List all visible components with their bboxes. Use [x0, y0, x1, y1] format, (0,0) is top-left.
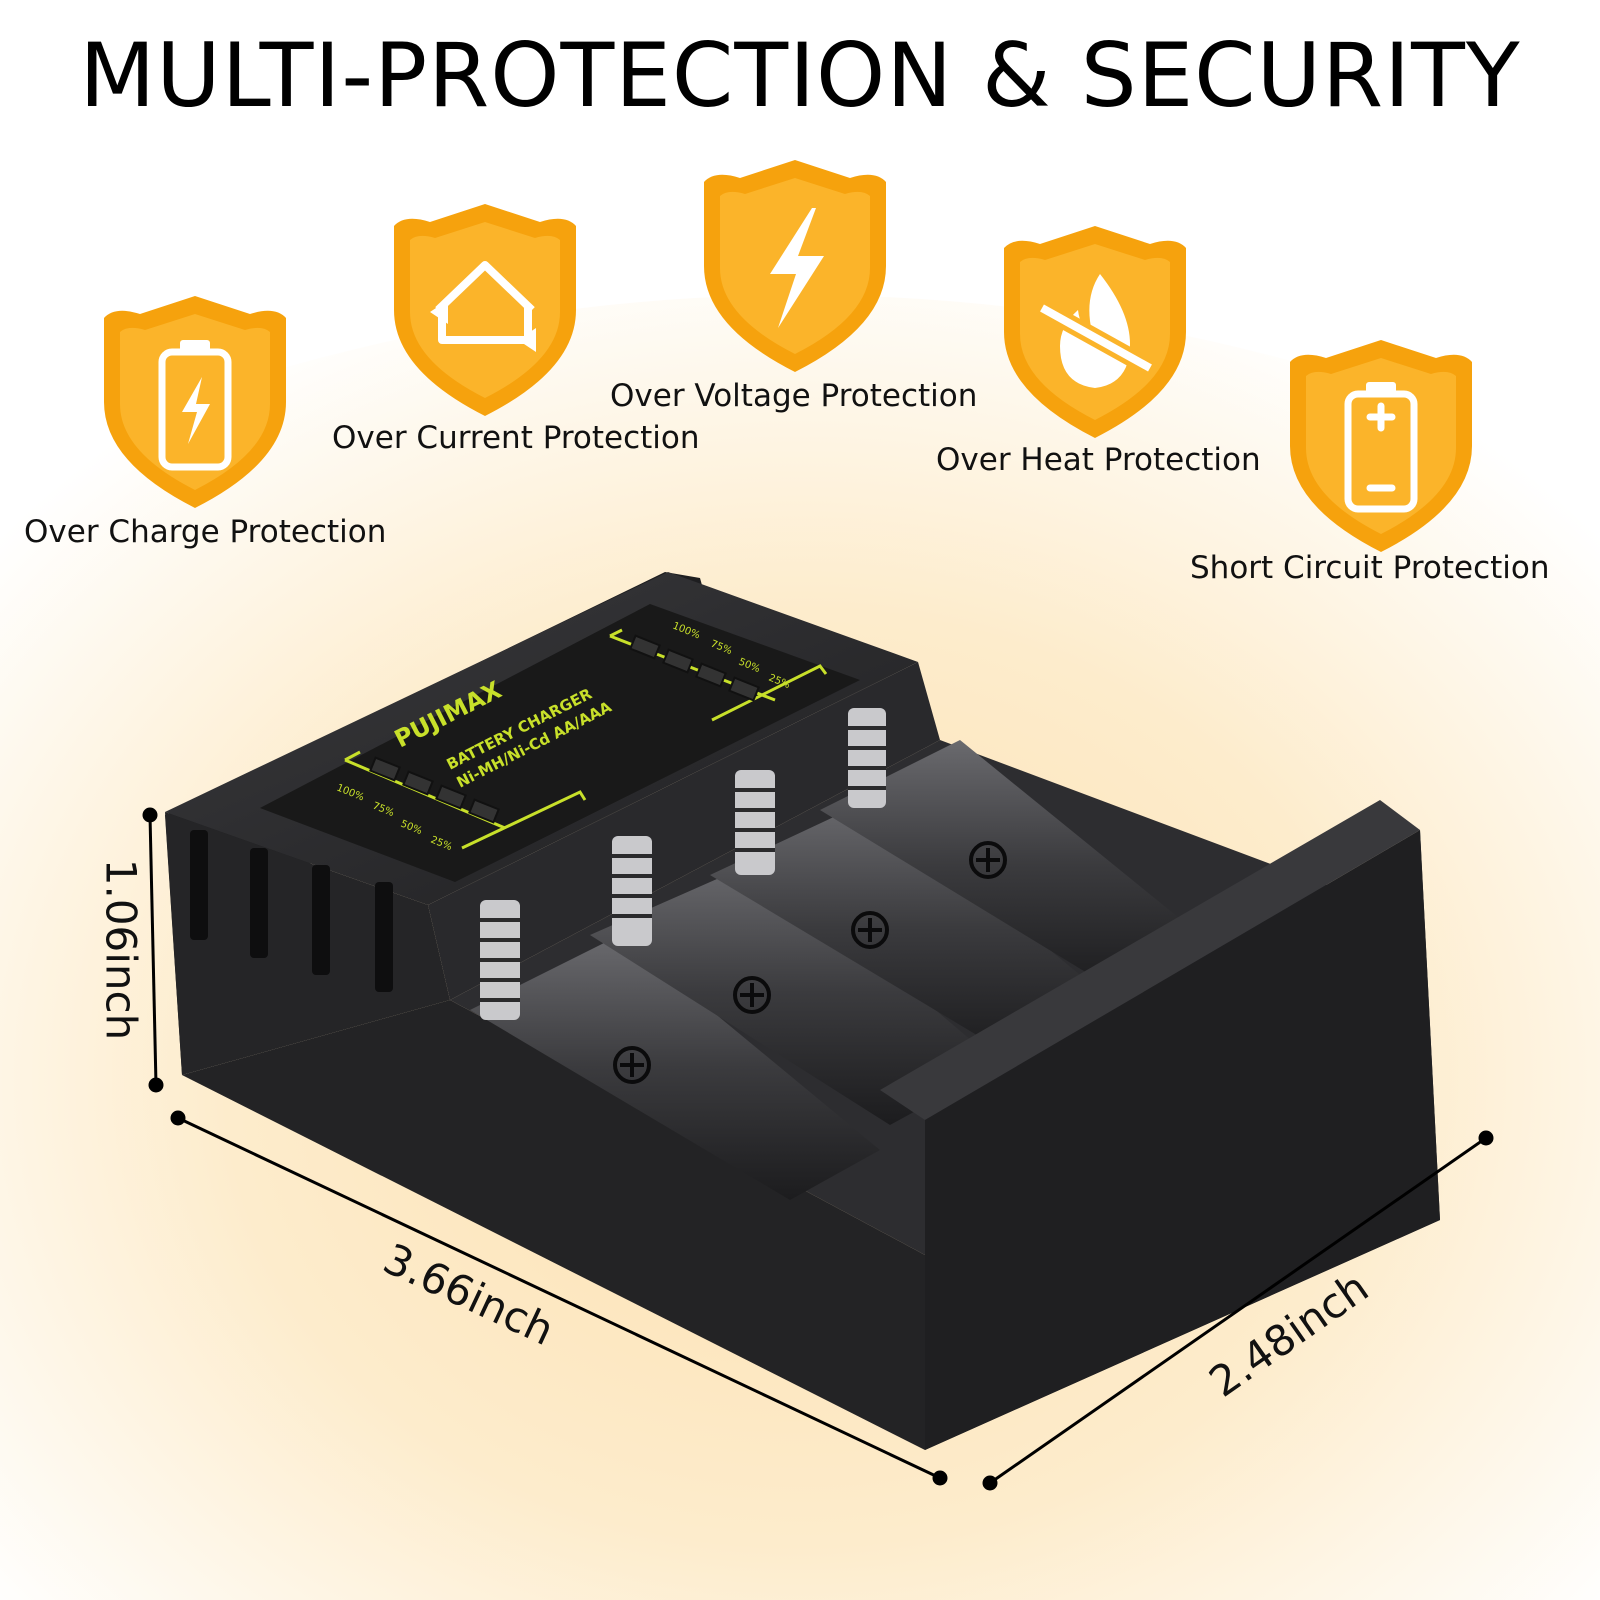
- dimension-height: 1.06inch: [96, 858, 146, 1041]
- battery-plus-minus-icon: [1290, 340, 1472, 552]
- label-over-heat: Over Heat Protection: [936, 442, 1261, 478]
- lightning-bolt-icon: [704, 160, 886, 372]
- dimension-lines: [142, 807, 1494, 1491]
- battery-bolt-icon: [104, 296, 286, 508]
- recycle-arrows-icon: [394, 204, 576, 416]
- label-over-voltage: Over Voltage Protection: [610, 378, 978, 414]
- shield-over-current: [390, 200, 580, 420]
- shield-over-heat: [1000, 222, 1190, 442]
- page-title: MULTI-PROTECTION & SECURITY: [79, 24, 1521, 127]
- label-over-charge: Over Charge Protection: [24, 514, 387, 550]
- shield-over-voltage: [700, 156, 890, 376]
- shield-over-charge: [100, 292, 290, 512]
- shield-short-circuit: [1286, 336, 1476, 556]
- no-fire-icon: [1004, 226, 1186, 438]
- label-over-current: Over Current Protection: [332, 420, 700, 456]
- label-short-circuit: Short Circuit Protection: [1190, 550, 1550, 586]
